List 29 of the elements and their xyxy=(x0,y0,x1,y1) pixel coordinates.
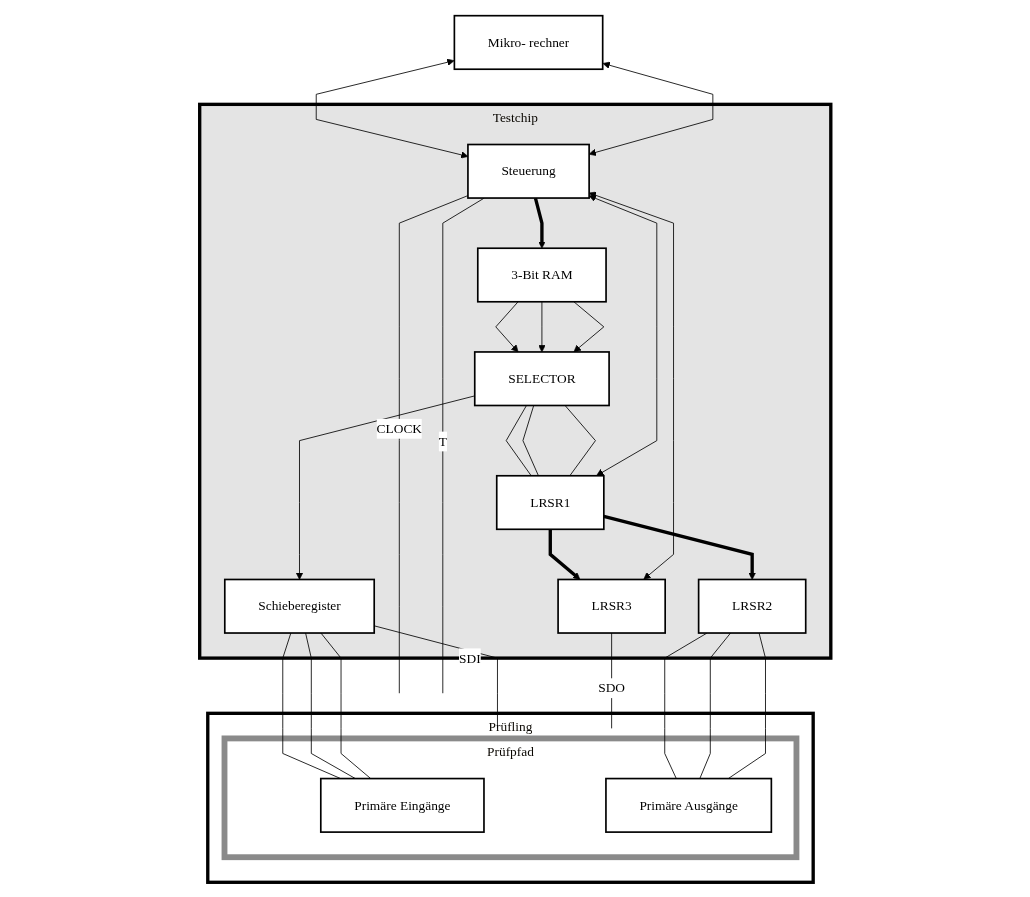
connector xyxy=(699,632,731,779)
arrow xyxy=(603,514,756,580)
edge-label: CLOCK xyxy=(376,420,422,435)
node-box: Primäre Ausgänge xyxy=(604,777,772,833)
edge-label: SDI xyxy=(458,650,481,665)
node-box: Steuerung xyxy=(466,143,590,199)
connector xyxy=(564,404,596,476)
connector xyxy=(320,632,371,779)
connector xyxy=(442,197,485,694)
node-box: Mikro- rechner xyxy=(453,14,604,70)
node-box: Schieberegister xyxy=(223,578,375,634)
connector xyxy=(304,632,356,779)
connector xyxy=(522,404,539,476)
connector xyxy=(505,404,532,476)
edge-label: T xyxy=(438,433,447,448)
connector xyxy=(398,194,469,694)
arrow xyxy=(533,197,546,249)
node-box: SELECTOR xyxy=(473,350,610,406)
node-box: LRSR1 xyxy=(495,474,605,530)
node-box: LRSR3 xyxy=(557,578,666,634)
edge-label: SDO xyxy=(597,680,625,695)
connector xyxy=(664,632,708,779)
node-box: LRSR2 xyxy=(697,578,807,634)
connector xyxy=(727,632,766,779)
connector xyxy=(282,632,341,779)
connector xyxy=(373,624,498,729)
arrow xyxy=(548,528,581,580)
node-box: 3-Bit RAM xyxy=(476,246,607,303)
node-box: Primäre Eingänge xyxy=(319,777,485,833)
